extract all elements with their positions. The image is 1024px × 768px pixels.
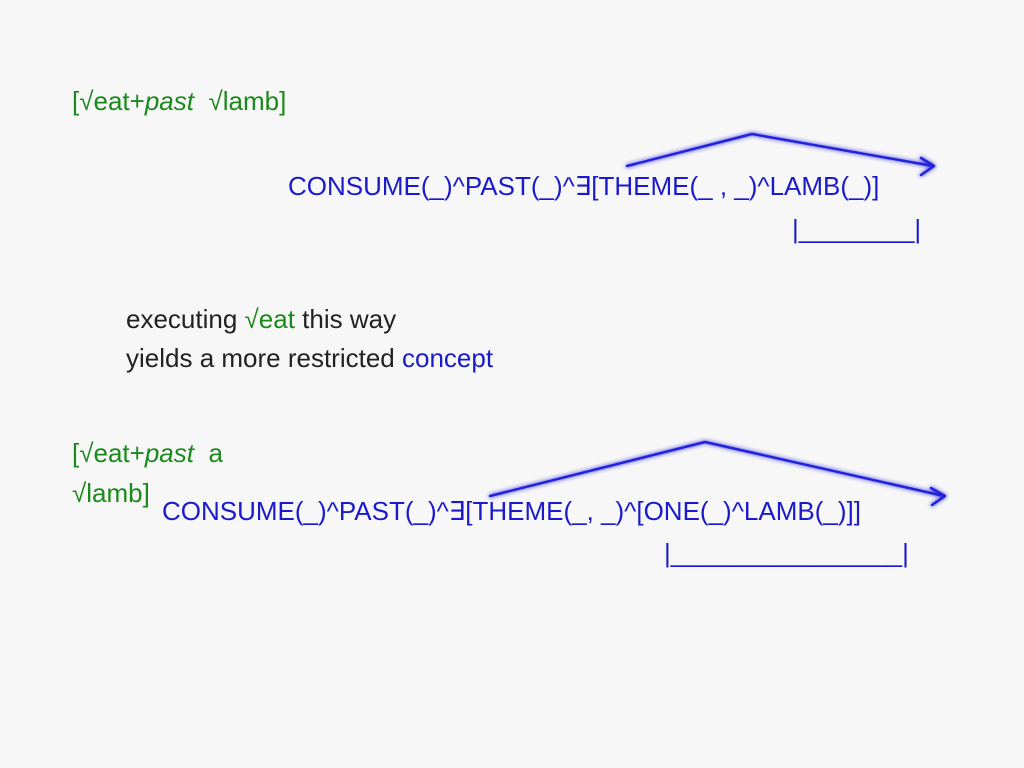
root-eat-2: √eat+ <box>79 438 145 468</box>
expression-2-line-1: [√eat+past a <box>72 438 223 468</box>
expression-2-line-2: √lamb] <box>72 478 150 508</box>
note-line-2: yields a more restricted concept <box>126 343 493 373</box>
formula-1: CONSUME(_)^PAST(_)^∃[THEME(_ , _)^LAMB(_… <box>288 171 880 201</box>
note-text-a: executing <box>126 304 245 334</box>
note-line-1: executing √eat this way <box>126 304 396 334</box>
note-concept: concept <box>401 343 494 373</box>
root-eat: √eat+ <box>79 86 145 116</box>
bracket-open-2: [ <box>72 438 80 468</box>
arrow-2 <box>488 440 947 507</box>
formula-2: CONSUME(_)^PAST(_)^∃[THEME(_, _)^[ONE(_)… <box>162 496 861 526</box>
arrow-1 <box>625 132 936 177</box>
formula-1-underline: |________| <box>792 214 922 244</box>
note-text-b: this way <box>294 304 397 334</box>
note-root-eat: √eat <box>244 304 295 334</box>
root-lamb: √lamb] <box>208 86 287 116</box>
formula-2-underline: |________________| <box>664 538 909 568</box>
past-marker-2: past <box>144 438 194 468</box>
bracket-open: [ <box>72 86 80 116</box>
note-text-c: yields a more restricted <box>126 343 402 373</box>
expression-1: [√eat+past √lamb] <box>72 86 286 116</box>
article-a: a <box>208 438 223 468</box>
past-marker: past <box>144 86 194 116</box>
